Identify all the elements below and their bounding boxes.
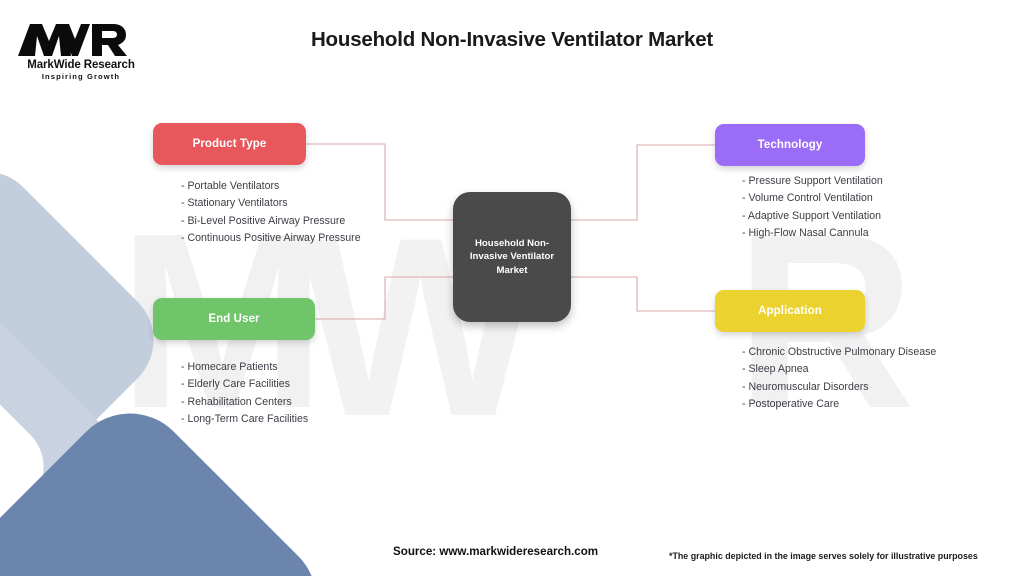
source-text: Source: www.markwideresearch.com (393, 545, 599, 558)
list-item: - Chronic Obstructive Pulmonary Disease (742, 346, 937, 358)
list-item: - Rehabilitation Centers (181, 395, 292, 408)
branch-label-end-user: End User (208, 313, 260, 325)
branch-node-technology[interactable]: Technology (715, 124, 865, 166)
list-item: - Stationary Ventilators (181, 197, 288, 210)
list-item: - Sleep Apnea (742, 363, 809, 376)
disclaimer-text: *The graphic depicted in the image serve… (669, 551, 978, 561)
center-node[interactable]: Household Non-Invasive Ventilator Market (453, 192, 571, 322)
list-item: - High-Flow Nasal Cannula (742, 226, 869, 239)
branch-label-technology: Technology (757, 139, 823, 151)
list-item: - Continuous Positive Airway Pressure (181, 231, 361, 244)
list-item: - Neuromuscular Disorders (742, 380, 869, 393)
connector-product-type (306, 143, 453, 221)
branch-node-product-type[interactable]: Product Type (153, 123, 306, 165)
branch-label-product-type: Product Type (192, 138, 267, 150)
connector-technology (571, 144, 715, 221)
list-item: - Bi-Level Positive Airway Pressure (181, 214, 346, 227)
connector-end-user (315, 276, 453, 320)
list-item: - Postoperative Care (742, 397, 840, 410)
branch-list-end-user: - Homecare Patients - Elderly Care Facil… (181, 359, 308, 428)
list-item: - Adaptive Support Ventilation (742, 209, 881, 222)
mwr-logo-icon (18, 24, 127, 56)
list-item: - Homecare Patients (181, 361, 278, 373)
connector-application (571, 276, 715, 312)
logo-tagline-text: Inspiring Growth (41, 72, 121, 81)
center-node-label: Household Non-Invasive Ventilator Market (469, 237, 555, 276)
page-title: Household Non-Invasive Ventilator Market (310, 28, 714, 51)
branch-list-technology: - Pressure Support Ventilation - Volume … (742, 173, 883, 242)
logo-name-text: MarkWide Research (27, 59, 135, 71)
list-item: - Elderly Care Facilities (181, 378, 290, 391)
list-item: - Pressure Support Ventilation (742, 175, 883, 187)
branch-list-application: - Chronic Obstructive Pulmonary Disease … (742, 344, 936, 413)
branch-list-product-type: - Portable Ventilators - Stationary Vent… (181, 178, 361, 247)
branch-label-application: Application (758, 305, 822, 317)
brand-logo: MarkWide Research Inspiring Growth (16, 22, 146, 81)
branch-node-end-user[interactable]: End User (153, 298, 315, 340)
branch-node-application[interactable]: Application (715, 290, 865, 332)
list-item: - Portable Ventilators (181, 180, 280, 192)
list-item: - Volume Control Ventilation (742, 192, 873, 205)
list-item: - Long-Term Care Facilities (181, 412, 309, 425)
